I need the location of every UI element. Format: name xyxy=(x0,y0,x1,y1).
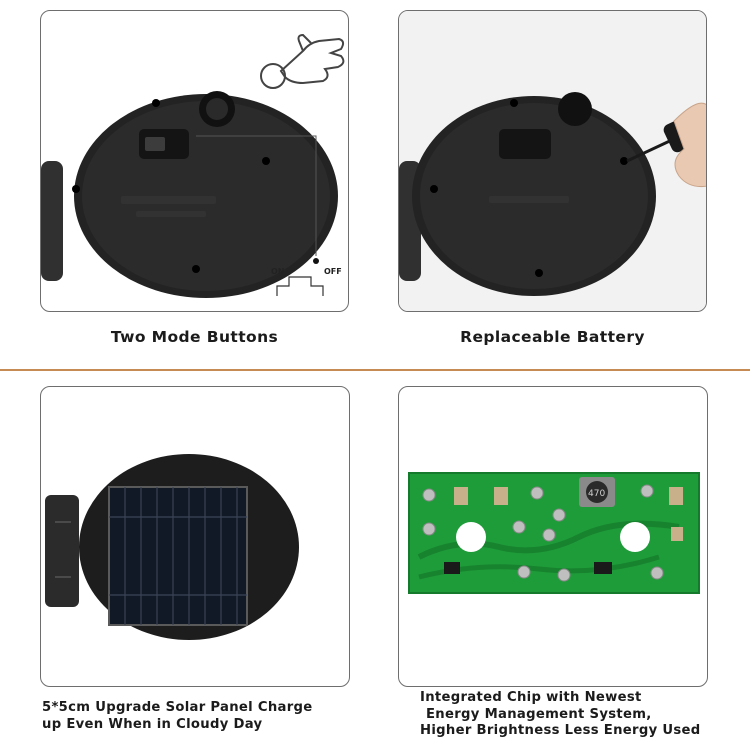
screw-hole xyxy=(510,99,518,107)
screw-hole xyxy=(430,185,438,193)
smd-component xyxy=(444,562,460,574)
callout-dot xyxy=(313,258,319,264)
screwdriver-icon xyxy=(626,102,706,187)
hinge xyxy=(45,495,79,607)
switch-off-label: OFF xyxy=(324,267,342,276)
caption-chip-line-2: Energy Management System, xyxy=(426,706,652,722)
hand-pointer-icon xyxy=(260,33,345,89)
mounting-hole xyxy=(620,522,650,552)
embossed-text xyxy=(136,211,206,217)
solder-points xyxy=(422,484,664,582)
screw-hole xyxy=(620,157,628,165)
caption-mode-buttons: Two Mode Buttons xyxy=(110,328,279,346)
lamp-back-illustration: ON OFF xyxy=(41,33,345,298)
screw-hole xyxy=(192,265,200,273)
solar-panel-illustration xyxy=(45,454,299,640)
chip-marking: 470 xyxy=(588,489,605,499)
caption-solar: 5*5cm Upgrade Solar Panel Charge up Even… xyxy=(42,700,362,733)
solar-cells xyxy=(109,487,247,625)
embossed-text xyxy=(121,196,216,204)
mounting-hole xyxy=(456,522,486,552)
panel-solar xyxy=(40,386,350,687)
screw-hole xyxy=(262,157,270,165)
lamp-battery-illustration xyxy=(399,11,706,311)
mount-bracket xyxy=(41,161,63,281)
panel-chip: 470 xyxy=(398,386,708,687)
section-divider xyxy=(0,369,750,371)
panel-battery xyxy=(398,10,707,312)
switch-diagram xyxy=(276,276,324,296)
mode-switch-slider xyxy=(145,137,165,151)
panel-mode-buttons: ON OFF xyxy=(40,10,349,312)
mode-button-inner xyxy=(206,98,228,120)
resistors xyxy=(454,487,683,541)
caption-chip-line-1: Integrated Chip with Newest xyxy=(420,690,642,705)
caption-chip-line-3: Higher Brightness Less Energy Used xyxy=(420,723,701,738)
embossed-text xyxy=(489,196,569,203)
screw-hole xyxy=(535,269,543,277)
switch-on-label: ON xyxy=(271,267,285,276)
caption-chip: Integrated Chip with Newest Energy Manag… xyxy=(420,690,740,740)
mode-switch xyxy=(499,129,551,159)
pcb-illustration: 470 xyxy=(408,472,700,594)
caption-solar-line-1: 5*5cm Upgrade Solar Panel Charge xyxy=(42,700,313,715)
smd-component xyxy=(594,562,612,574)
callout-line xyxy=(196,135,317,256)
screw-hole xyxy=(72,185,80,193)
mode-button xyxy=(558,92,592,126)
caption-solar-line-2: up Even When in Cloudy Day xyxy=(42,716,263,732)
solar-panel xyxy=(108,486,248,626)
caption-battery: Replaceable Battery xyxy=(460,328,645,346)
screw-hole xyxy=(152,99,160,107)
